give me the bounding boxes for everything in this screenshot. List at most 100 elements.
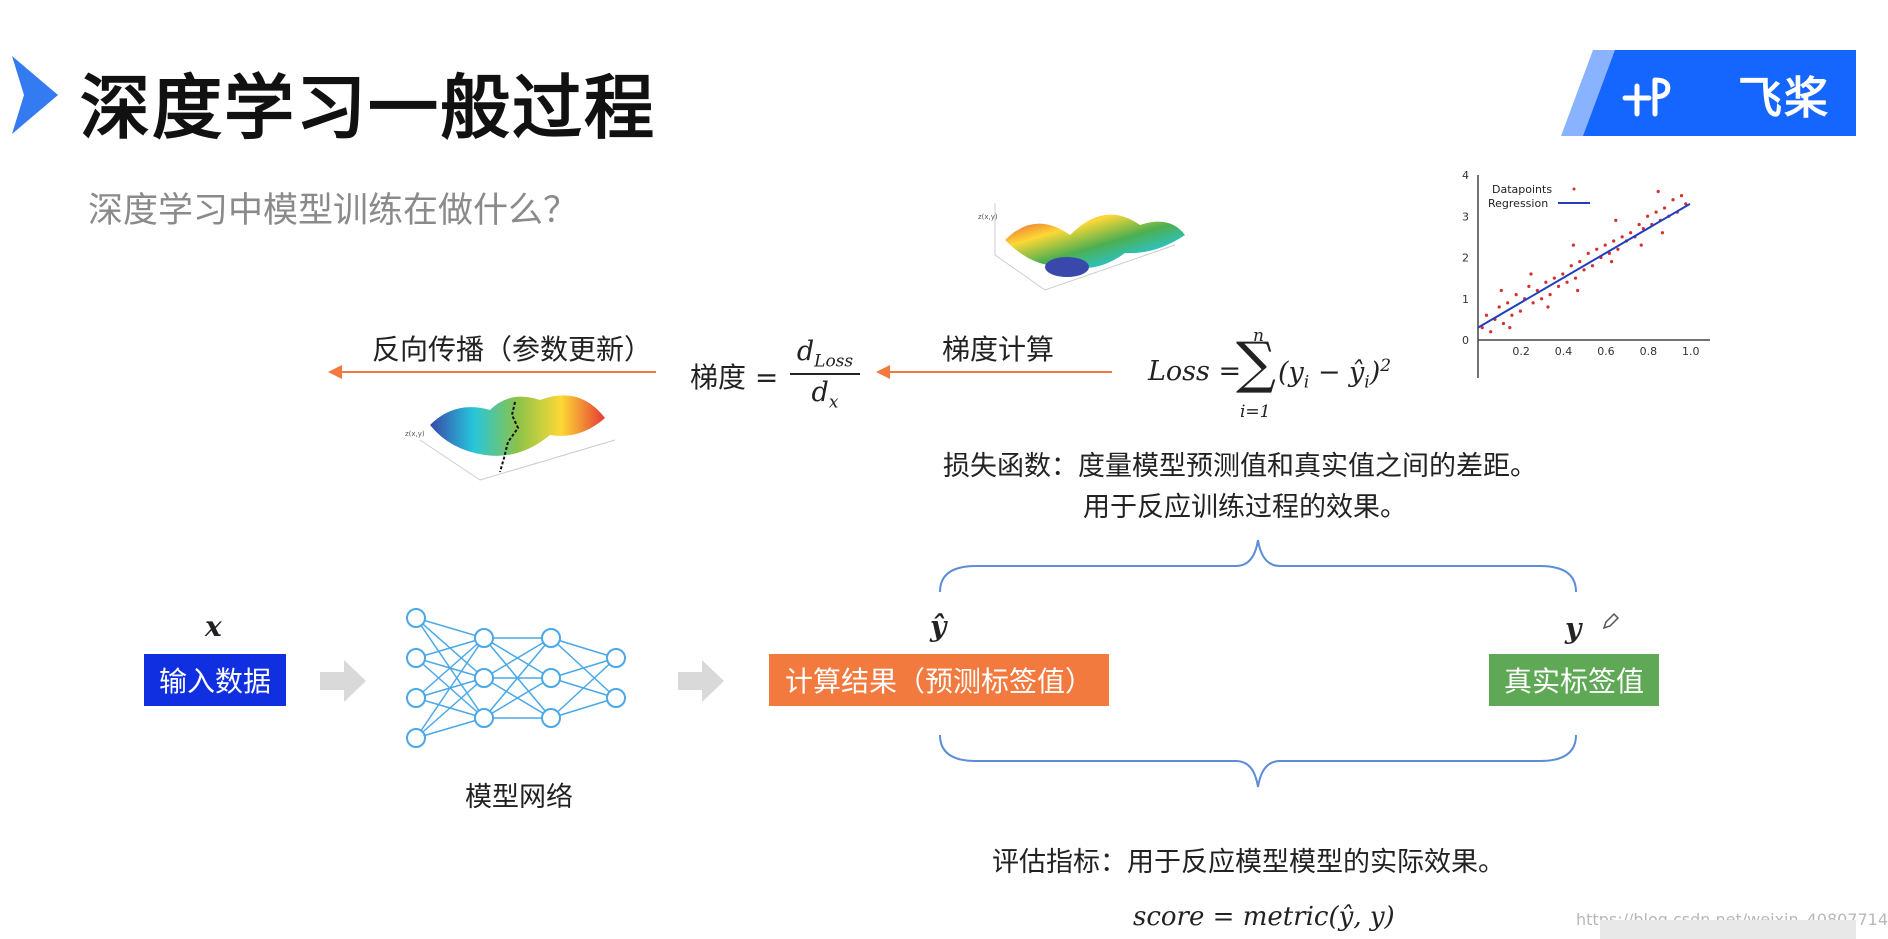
- neural-network-diagram: [406, 608, 626, 748]
- data-point: [1654, 210, 1658, 214]
- data-point: [1629, 231, 1633, 235]
- network-node: [606, 648, 626, 668]
- loss-lhs: Loss =: [1148, 356, 1242, 387]
- data-point: [1546, 305, 1550, 309]
- title-chevron-icon: [12, 56, 58, 134]
- network-edge: [415, 637, 485, 659]
- gradient-prefix: 梯度 =: [690, 361, 779, 394]
- network-edge: [483, 637, 552, 679]
- y-tick-label: 0: [1462, 334, 1469, 347]
- data-point: [1531, 301, 1535, 305]
- data-point: [1535, 288, 1539, 293]
- true-label-box: 真实标签值: [1489, 654, 1659, 706]
- network-edge: [483, 677, 552, 719]
- page-title: 深度学习一般过程: [80, 67, 656, 149]
- data-point: [1582, 268, 1586, 272]
- data-point: [1639, 243, 1643, 247]
- network-edge: [550, 697, 617, 719]
- data-point: [1595, 247, 1599, 251]
- data-point: [1679, 194, 1684, 198]
- backprop-arrow: [328, 365, 656, 379]
- gradient-denominator-sub: x: [828, 392, 839, 413]
- loss-sum-bottom: i=1: [1240, 402, 1271, 422]
- chart-legend: Datapoints Regression: [1488, 183, 1590, 210]
- network-node: [406, 648, 426, 668]
- loss-sum-top: n: [1253, 326, 1264, 346]
- network-edge: [483, 637, 552, 719]
- presenter-video-thumbnail: [1600, 920, 1856, 939]
- network-edge: [415, 677, 485, 739]
- legend-datapoints: Datapoints: [1492, 183, 1552, 196]
- y-tick-label: 1: [1462, 293, 1469, 306]
- y-tick-label: 2: [1462, 252, 1469, 265]
- pencil-icon: [1602, 612, 1620, 630]
- network-node: [606, 688, 626, 708]
- legend-regression: Regression: [1488, 197, 1548, 210]
- loss-body: (yi − ŷi)2: [1278, 356, 1392, 393]
- network-node: [541, 628, 561, 648]
- data-point: [1607, 251, 1612, 255]
- data-point: [1671, 198, 1675, 202]
- data-point: [1620, 235, 1624, 239]
- var-x: x: [205, 610, 222, 643]
- network-node: [406, 728, 426, 748]
- data-point: [1569, 264, 1573, 268]
- loss-description-line2: 用于反应训练过程的效果。: [1083, 492, 1407, 523]
- paddle-logo-banner: [1561, 50, 1856, 136]
- gradient-descent-surface-plot: z(x,y): [405, 395, 616, 481]
- network-node: [474, 668, 494, 688]
- data-point: [1565, 280, 1569, 284]
- data-point: [1497, 305, 1501, 309]
- network-node: [541, 668, 561, 688]
- data-point: [1480, 326, 1484, 330]
- svg-text:z(x,y): z(x,y): [978, 213, 998, 221]
- network-edge: [550, 657, 617, 719]
- network-edge: [550, 637, 617, 659]
- x-tick-label: 0.6: [1597, 345, 1615, 358]
- network-edge: [550, 657, 617, 679]
- data-point: [1552, 276, 1556, 280]
- network-node: [474, 628, 494, 648]
- x-tick-label: 0.8: [1640, 345, 1658, 358]
- data-point: [1514, 293, 1518, 297]
- network-label: 模型网络: [465, 782, 573, 813]
- gradient-calc-arrow: [876, 365, 1112, 379]
- data-point: [1684, 202, 1688, 206]
- top-brace: [939, 539, 1577, 593]
- data-point: [1510, 313, 1514, 317]
- data-point: [1662, 206, 1667, 210]
- data-point: [1612, 239, 1616, 243]
- data-point: [1508, 326, 1512, 330]
- data-point: [1646, 214, 1650, 218]
- network-node: [406, 608, 426, 628]
- data-point: [1590, 264, 1595, 268]
- data-point: [1548, 293, 1552, 297]
- data-point: [1499, 288, 1503, 293]
- data-point: [1614, 218, 1618, 222]
- data-point: [1484, 313, 1489, 317]
- data-point: [1544, 280, 1548, 284]
- arrow-right-icon-2: [678, 660, 724, 702]
- data-point: [1529, 272, 1533, 276]
- data-point: [1576, 288, 1580, 293]
- gradient-fraction: dLoss dx: [790, 336, 860, 413]
- arrow-right-icon-1: [320, 660, 366, 702]
- gradient-numerator: d: [796, 336, 815, 367]
- gradient-numerator-sub: Loss: [814, 351, 854, 372]
- metric-description: 评估指标：用于反应模型模型的实际效果。: [992, 847, 1505, 878]
- data-point: [1489, 330, 1493, 334]
- data-point: [1501, 321, 1506, 326]
- network-node: [474, 708, 494, 728]
- data-point: [1573, 276, 1578, 280]
- input-data-box: 输入数据: [144, 654, 286, 706]
- legend-datapoints-marker: [1572, 187, 1576, 191]
- bottom-brace: [939, 734, 1577, 788]
- x-tick-label: 0.4: [1555, 345, 1573, 358]
- data-point: [1556, 284, 1561, 288]
- page-subtitle: 深度学习中模型训练在做什么？: [88, 191, 579, 231]
- y-tick-label: 3: [1462, 210, 1469, 223]
- y-tick-label: 4: [1462, 169, 1469, 182]
- network-edge: [415, 717, 485, 739]
- backprop-label: 反向传播（参数更新）: [372, 333, 653, 366]
- var-y: y: [1565, 612, 1582, 645]
